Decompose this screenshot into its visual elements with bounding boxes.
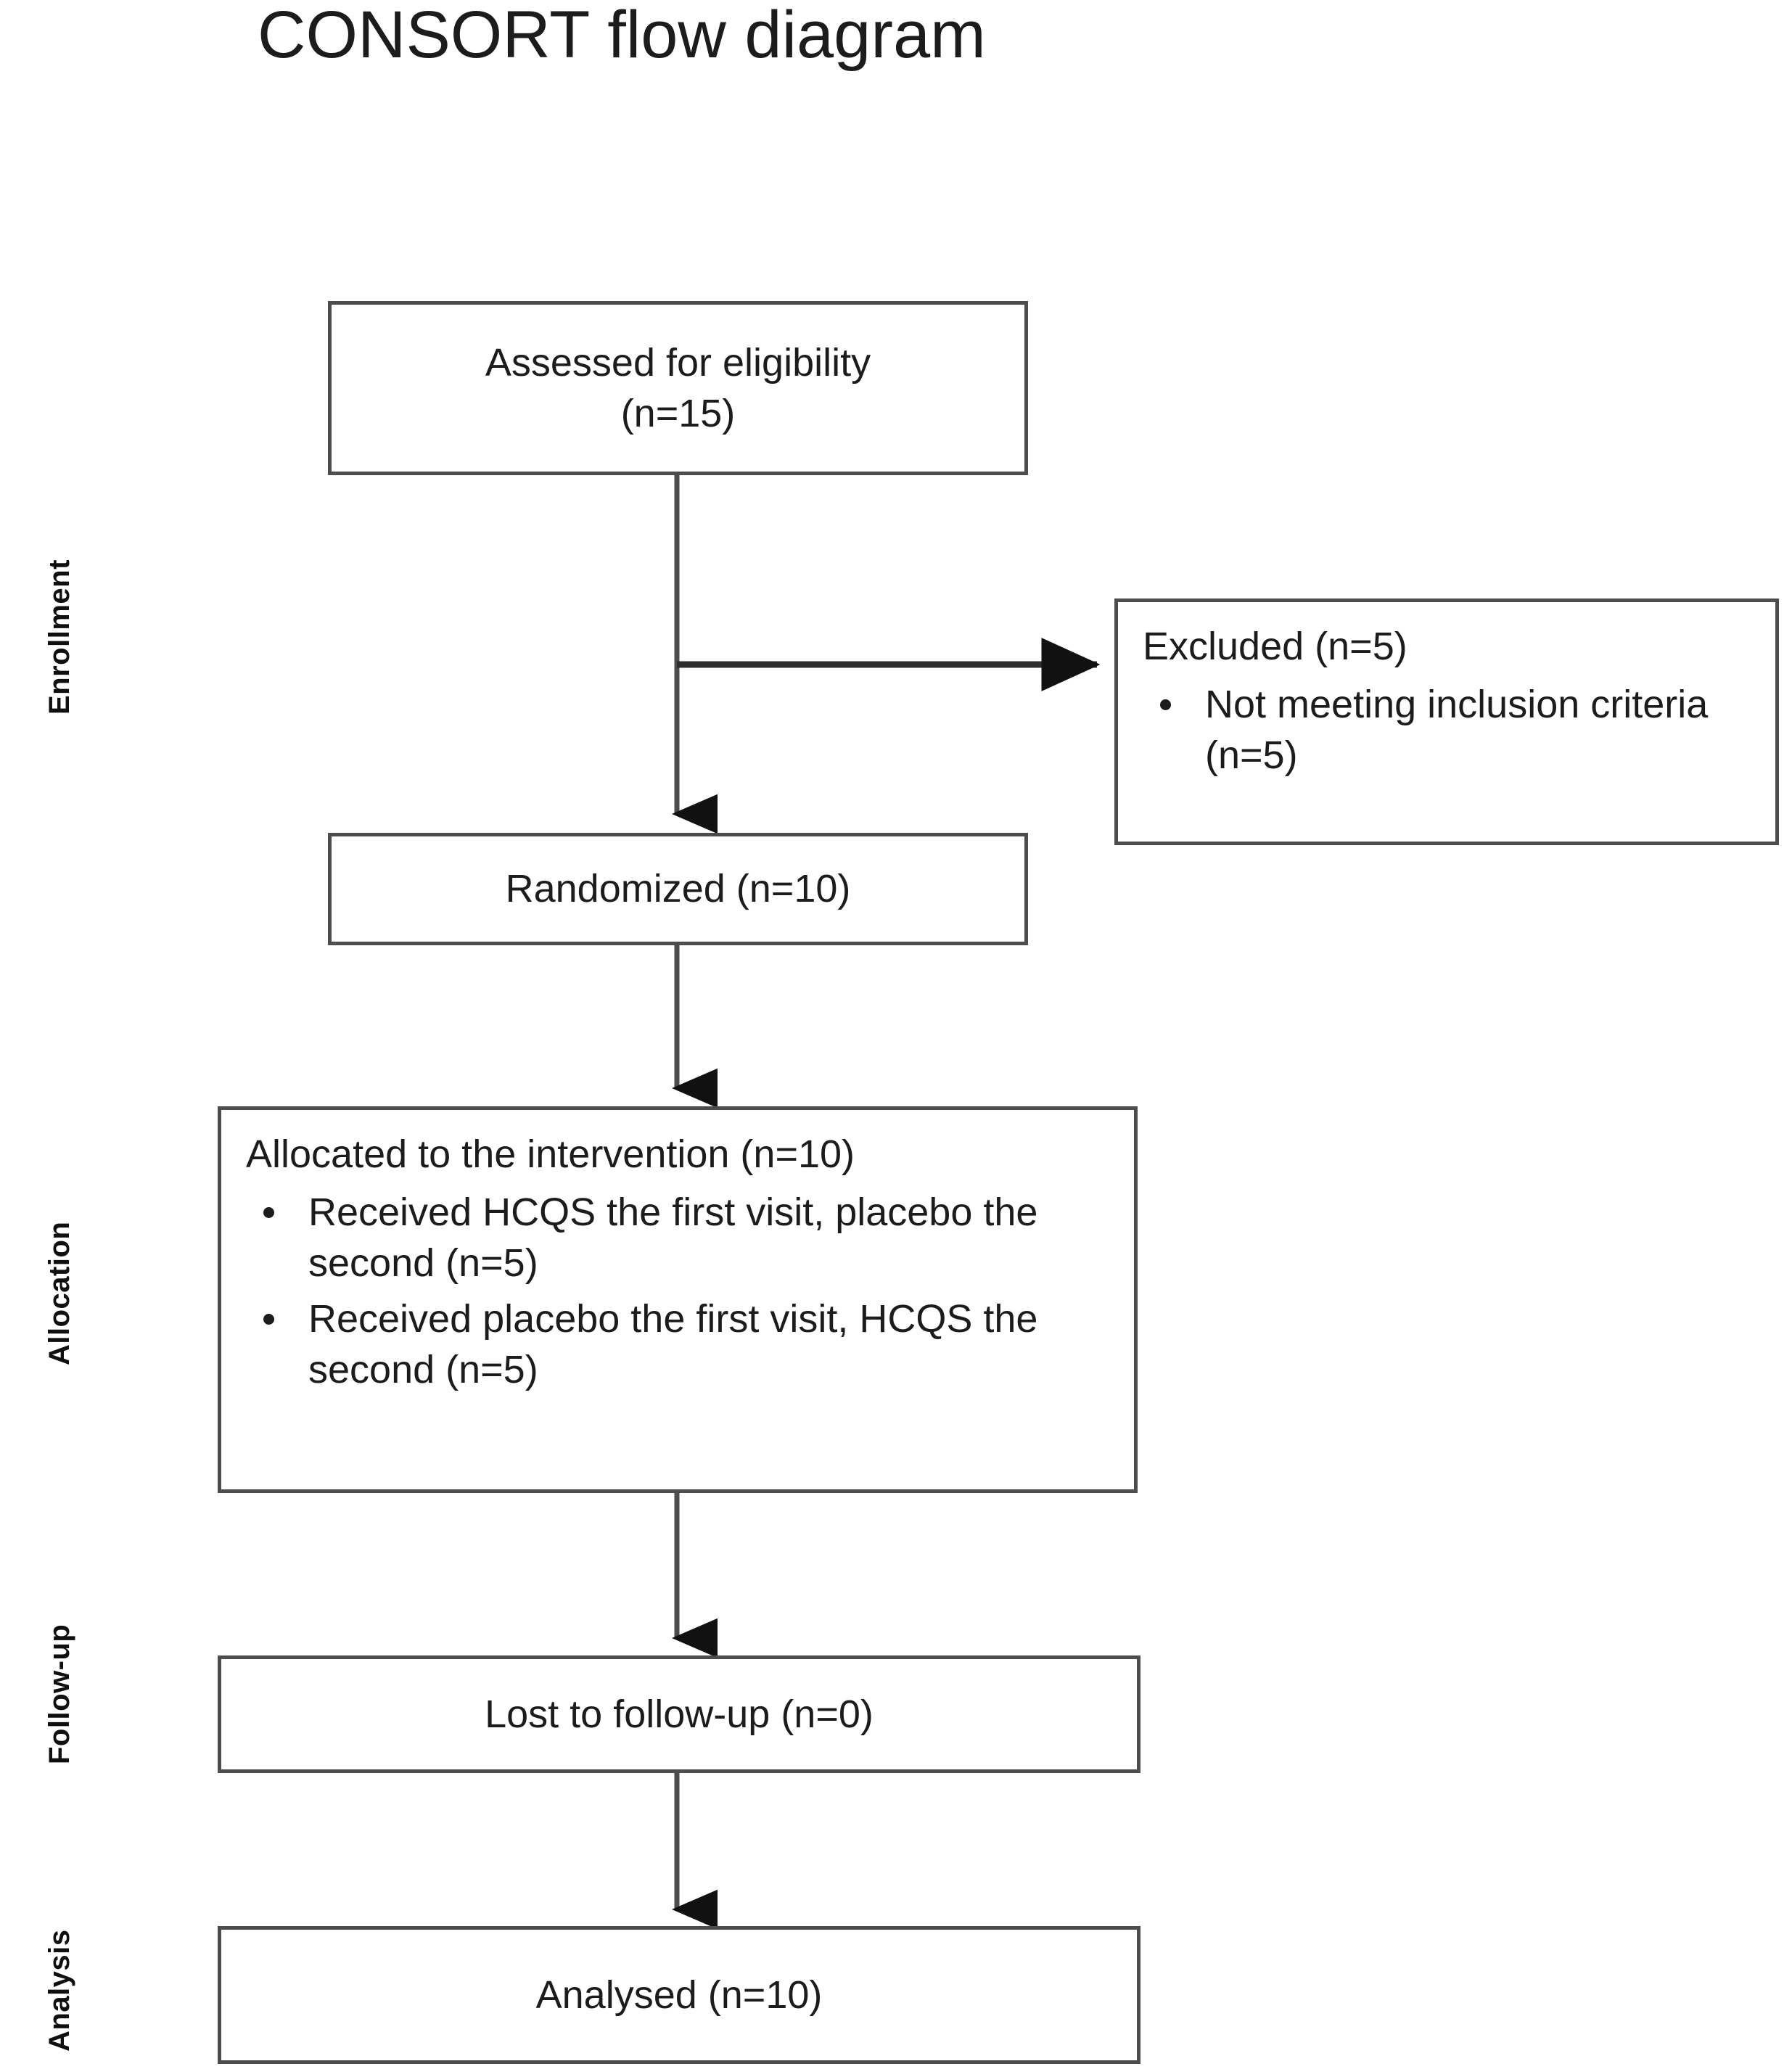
list-item: Received HCQS the first visit, placebo t… [246,1187,1119,1288]
box-assessed-line-2: (n=15) [620,392,736,435]
page-title: CONSORT flow diagram [258,0,986,72]
bullet-icon [263,1207,274,1219]
box-assessed-for-eligibility: Assessed for eligibility (n=15) [328,301,1028,475]
box-lost-line-1: Lost to follow-up (n=0) [485,1692,874,1736]
box-analysed-line-1: Analysed (n=10) [535,1973,823,2017]
box-randomized-line-1: Randomized (n=10) [505,867,851,911]
bullet-icon [1160,699,1171,711]
stage-label-enrollment: Enrollment [44,559,75,715]
box-allocated-bullet-list: Received HCQS the first visit, placebo t… [246,1187,1119,1395]
list-item: Received placebo the first visit, HCQS t… [246,1293,1119,1395]
box-excluded-heading: Excluded (n=5) [1143,625,1407,668]
box-allocated-heading: Allocated to the intervention (n=10) [246,1132,855,1176]
stage-label-analysis: Analysis [44,1929,75,2052]
list-item: Not meeting inclusion criteria (n=5) [1143,679,1761,781]
bullet-icon [263,1313,274,1325]
box-excluded: Excluded (n=5) Not meeting inclusion cri… [1114,599,1779,845]
box-excluded-bullet-list: Not meeting inclusion criteria (n=5) [1143,679,1761,781]
stage-label-follow-up: Follow-up [44,1624,75,1764]
stage-label-allocation: Allocation [44,1221,75,1365]
box-allocated-to-intervention: Allocated to the intervention (n=10) Rec… [218,1106,1138,1493]
box-allocated-bullet-1: Received HCQS the first visit, placebo t… [308,1190,1038,1286]
box-randomized: Randomized (n=10) [328,833,1028,945]
box-excluded-bullet-1: Not meeting inclusion criteria (n=5) [1205,683,1709,778]
box-assessed-line-1: Assessed for eligibility [485,340,871,384]
box-analysed: Analysed (n=10) [218,1926,1140,2064]
box-allocated-bullet-2: Received placebo the first visit, HCQS t… [308,1296,1038,1391]
box-lost-to-follow-up: Lost to follow-up (n=0) [218,1655,1140,1773]
